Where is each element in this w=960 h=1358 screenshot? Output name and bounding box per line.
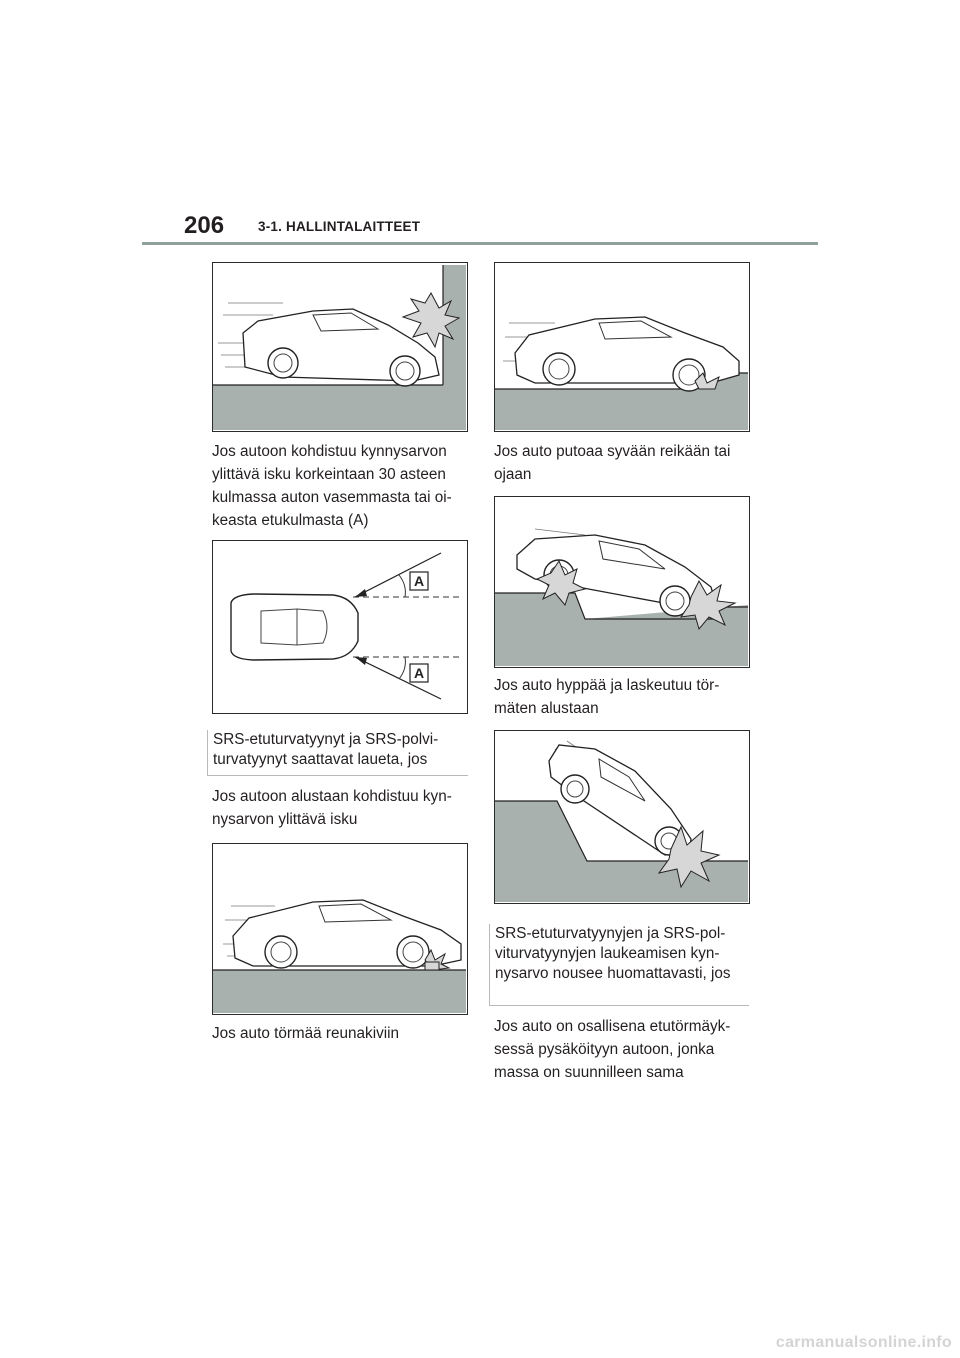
figure-curb-collision [212, 843, 468, 1015]
figure-slope-impact [494, 730, 750, 904]
figure-jump-landing [494, 496, 750, 668]
figure-wall-collision [212, 262, 468, 432]
header-rule [142, 242, 818, 245]
angle-label-bottom: A [414, 665, 424, 681]
curb-collision-illustration [213, 899, 466, 1013]
caption-underbody-impact: Jos autoon alustaan kohdistuu kyn-nysarv… [212, 788, 452, 828]
angle-label-top: A [414, 573, 424, 589]
figure-frontal-angle: A A [212, 540, 468, 714]
figure-fall-into-hole [494, 262, 750, 432]
caption-fall-into-hole: Jos auto putoaa syvään reikään tai ojaan [494, 443, 731, 483]
callout-left: SRS-etuturvatyynyt ja SRS-polvi-turvatyy… [207, 730, 468, 776]
frontal-angle-illustration: A A [230, 552, 461, 700]
jump-landing-illustration [495, 528, 748, 666]
slope-impact-illustration [495, 740, 748, 902]
wall-collision-illustration [213, 265, 466, 430]
footer-watermark: carmanualsonline.info [775, 1334, 952, 1351]
caption-parked-car-collision: Jos auto on osallisena etutörmäyk-sessä … [494, 1018, 731, 1081]
callout-right: SRS-etuturvatyynyjen ja SRS-pol-viturvat… [489, 924, 749, 1006]
caption-curb-collision: Jos auto törmää reunakiviin [212, 1025, 400, 1042]
page-number: 206 [184, 212, 225, 239]
section-title: 3-1. HALLINTALAITTEET [258, 219, 421, 234]
fall-into-hole-illustration [495, 316, 748, 430]
caption-jump-landing: Jos auto hyppää ja laskeutuu tör-mäten a… [494, 677, 720, 717]
caption-wall-collision: Jos autoon kohdistuu kynnysarvon ylittäv… [212, 443, 452, 529]
